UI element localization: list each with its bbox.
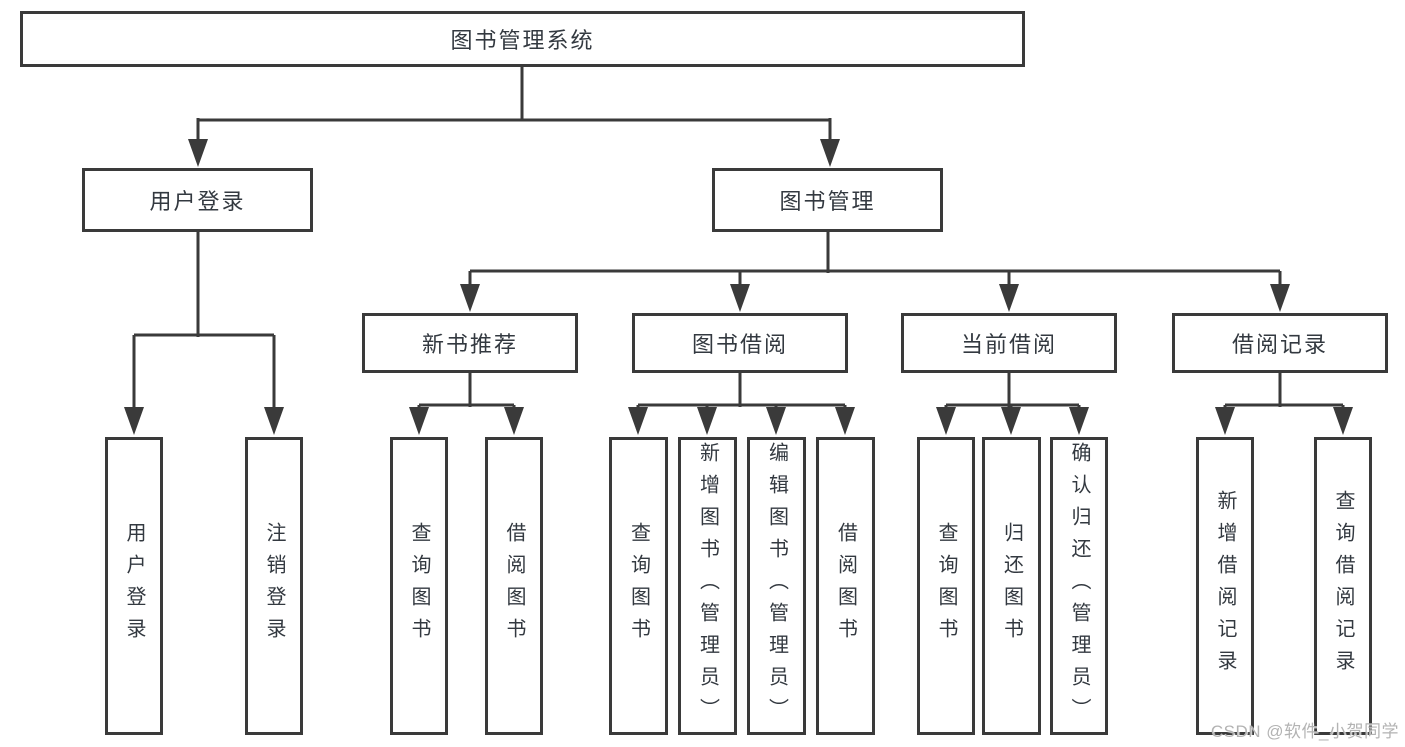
csdn-watermark: CSDN @软件_小贺同学: [1210, 722, 1399, 741]
node-book-management-label: 图书管理: [779, 189, 876, 214]
node-records-query-record: 查询借阅记录: [1314, 437, 1372, 735]
node-borrowing-query-books-label: 查询图书: [627, 522, 650, 650]
node-records-query-record-label: 查询借阅记录: [1332, 490, 1354, 682]
node-leaf-user-login-label: 用户登录: [123, 522, 145, 650]
node-root-label: 图书管理系统: [450, 28, 595, 53]
node-borrowing-query-books: 查询图书: [609, 437, 668, 735]
node-records-add-record-label: 新增借阅记录: [1214, 490, 1236, 682]
node-root: 图书管理系统: [20, 11, 1025, 67]
node-newbooks-query-books-label: 查询图书: [408, 522, 430, 650]
node-new-book-recommend: 新书推荐: [362, 313, 578, 373]
node-book-borrowing: 图书借阅: [632, 313, 848, 373]
node-book-management: 图书管理: [712, 168, 943, 232]
node-borrowing-edit-books-admin-label: 编辑图书（管理员）: [765, 442, 788, 730]
node-borrowing-records-label: 借阅记录: [1231, 332, 1328, 357]
node-borrowing-add-books-admin-label: 新增图书（管理员）: [696, 442, 719, 730]
node-borrowing-borrow-books: 借阅图书: [816, 437, 875, 735]
node-newbooks-borrow-books-label: 借阅图书: [503, 522, 525, 650]
node-leaf-user-login: 用户登录: [105, 437, 163, 735]
node-borrowing-records: 借阅记录: [1172, 313, 1388, 373]
node-user-login: 用户登录: [82, 168, 313, 232]
node-newbooks-borrow-books: 借阅图书: [485, 437, 543, 735]
node-borrowing-borrow-books-label: 借阅图书: [834, 522, 857, 650]
node-current-confirm-return-admin: 确认归还（管理员）: [1050, 437, 1108, 735]
node-borrowing-add-books-admin: 新增图书（管理员）: [678, 437, 737, 735]
node-newbooks-query-books: 查询图书: [390, 437, 448, 735]
node-current-borrowing-label: 当前借阅: [960, 332, 1057, 357]
node-current-confirm-return-admin-label: 确认归还（管理员）: [1068, 442, 1090, 730]
node-new-book-recommend-label: 新书推荐: [421, 332, 518, 357]
node-current-query-books: 查询图书: [917, 437, 975, 735]
node-current-return-books-label: 归还图书: [1000, 522, 1023, 650]
node-borrowing-edit-books-admin: 编辑图书（管理员）: [747, 437, 806, 735]
node-user-login-label: 用户登录: [149, 189, 246, 214]
node-current-borrowing: 当前借阅: [901, 313, 1117, 373]
node-leaf-logout: 注销登录: [245, 437, 303, 735]
node-leaf-logout-label: 注销登录: [263, 522, 285, 650]
node-book-borrowing-label: 图书借阅: [691, 332, 788, 357]
node-records-add-record: 新增借阅记录: [1196, 437, 1254, 735]
node-current-return-books: 归还图书: [982, 437, 1041, 735]
node-current-query-books-label: 查询图书: [935, 522, 957, 650]
